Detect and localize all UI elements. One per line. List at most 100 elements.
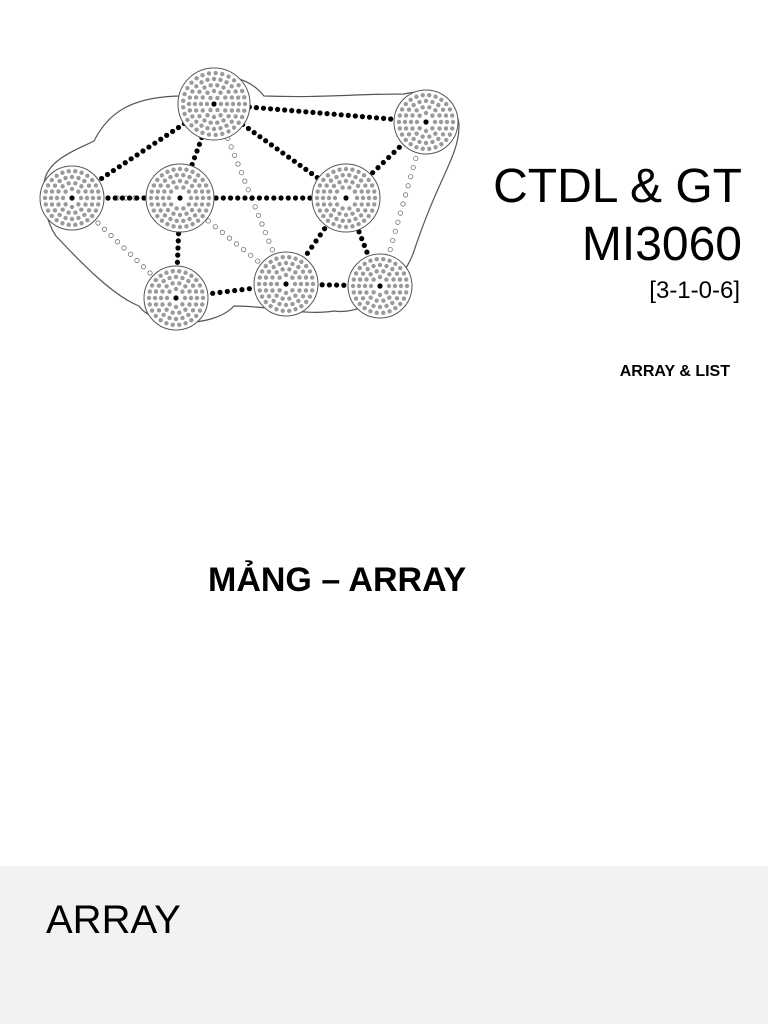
- edge-dot: [224, 288, 230, 295]
- edge-dot: [191, 155, 198, 161]
- edge-dot: [253, 105, 259, 111]
- edge-dot-hollow: [242, 178, 248, 184]
- network-node: [253, 251, 319, 317]
- edge-dot: [375, 165, 381, 171]
- edge-dot: [146, 144, 152, 150]
- edge-dot: [297, 162, 303, 168]
- network-node: [311, 163, 381, 233]
- edge-dot: [256, 195, 262, 201]
- edge-dot: [308, 170, 315, 177]
- edge-dot: [317, 232, 323, 238]
- edge-dot: [326, 282, 332, 288]
- edge-dot: [213, 195, 219, 201]
- edge-dot-hollow: [101, 226, 108, 232]
- edge-dot: [334, 282, 340, 288]
- edge-dot: [300, 195, 306, 201]
- slide-title: ARRAY: [46, 898, 181, 942]
- edge-dot-hollow: [387, 246, 393, 253]
- edge-dot: [321, 226, 328, 232]
- edge-dot-hollow: [238, 169, 245, 176]
- edge-dot-hollow: [255, 258, 261, 264]
- network-node: [393, 89, 459, 155]
- edge-dot: [251, 130, 257, 136]
- edge-dot-hollow: [95, 220, 101, 226]
- edge-dot: [112, 195, 118, 201]
- edge-dot-hollow: [226, 235, 233, 241]
- edge-dot-hollow: [108, 232, 114, 239]
- edge-dot: [280, 150, 286, 156]
- section-heading: MẢNG – ARRAY: [208, 561, 467, 599]
- edge-dot: [175, 238, 181, 244]
- edge-dot: [268, 142, 274, 148]
- edge-dot: [338, 112, 344, 118]
- edge-dot: [361, 242, 367, 248]
- edge-dot: [386, 154, 392, 161]
- edge-dot: [271, 195, 277, 201]
- edge-dot: [235, 195, 241, 201]
- edge-dot-hollow: [241, 247, 247, 253]
- edge-dot-hollow: [147, 270, 153, 276]
- dot-network-illustration: [39, 67, 460, 331]
- edge-dot: [267, 106, 274, 112]
- edge-dot: [359, 236, 365, 242]
- network-node: [145, 163, 215, 233]
- edge-dot-hollow: [140, 264, 147, 270]
- edge-dot: [278, 195, 284, 201]
- edge-dot-hollow: [395, 219, 401, 225]
- edge-dot: [359, 114, 365, 120]
- network-node: [347, 253, 413, 319]
- edge-dot: [134, 152, 140, 158]
- edge-dot: [275, 106, 281, 112]
- course-credits: [3-1-0-6]: [649, 277, 740, 304]
- edge-dot: [158, 136, 164, 142]
- edge-dot: [98, 175, 105, 182]
- edge-dot: [292, 195, 299, 201]
- edge-dot: [196, 141, 203, 147]
- edge-dot: [242, 195, 248, 201]
- edge-dot: [310, 109, 316, 115]
- edge-dot: [104, 171, 111, 178]
- edge-dot: [263, 138, 269, 144]
- edge-dot: [175, 124, 182, 131]
- edge-dot: [246, 286, 252, 292]
- edge-dot: [373, 115, 380, 121]
- edge-dot: [352, 113, 358, 119]
- edge-dot: [309, 244, 315, 250]
- edge-dot: [174, 259, 181, 265]
- edge-dot: [331, 111, 337, 117]
- edge-dot-hollow: [255, 212, 262, 219]
- edge-dot: [127, 195, 133, 201]
- edge-dot-hollow: [408, 174, 414, 180]
- edge-dot: [304, 250, 311, 256]
- edge-dot: [388, 116, 394, 122]
- edge-dot: [303, 166, 309, 172]
- edge-dot: [286, 154, 292, 160]
- edge-dot: [319, 282, 325, 288]
- edge-dot: [232, 287, 238, 294]
- edge-dot-hollow: [413, 155, 419, 162]
- edge-dot: [164, 132, 170, 138]
- edge-dot-hollow: [410, 164, 416, 171]
- edge-dot-hollow: [400, 201, 406, 207]
- edge-dot-hollow: [259, 221, 265, 227]
- edge-dot: [140, 148, 146, 154]
- edge-dot: [282, 107, 288, 113]
- edge-dot: [249, 195, 255, 201]
- edge-dot-hollow: [205, 218, 211, 224]
- edge-dot: [274, 146, 280, 152]
- edge-dot: [175, 252, 181, 258]
- course-subtitle: ARRAY & LIST: [619, 363, 730, 380]
- edge-dot: [296, 108, 302, 114]
- edge-dot: [257, 134, 263, 140]
- edge-dot: [317, 110, 323, 116]
- network-node: [143, 265, 209, 331]
- edge-dot-hollow: [248, 252, 254, 258]
- edge-dot: [227, 195, 234, 201]
- edge-dot: [245, 125, 252, 132]
- edge-dot: [291, 158, 297, 164]
- edge-dot: [141, 195, 147, 201]
- edge-dot-hollow: [127, 251, 134, 257]
- course-title: CTDL & GT MI3060: [493, 158, 742, 274]
- edge-dot: [210, 290, 216, 296]
- network-nodes: [39, 67, 459, 331]
